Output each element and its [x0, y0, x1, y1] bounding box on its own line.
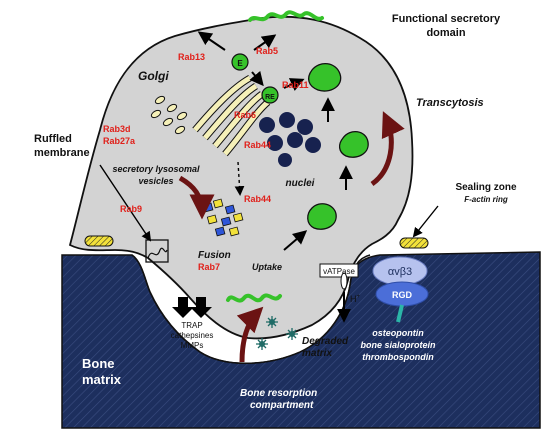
- bone-label-2: matrix: [82, 372, 122, 387]
- vatpase-label: vATPase: [323, 267, 355, 276]
- ligand-label-3: thrombospondin: [362, 352, 434, 362]
- rab3d-label: Rab3d: [103, 124, 131, 134]
- ruffled-label-2: membrane: [34, 147, 90, 159]
- ligand-label-2: bone sialoprotein: [360, 340, 436, 350]
- degraded-label-2: matrix: [302, 348, 332, 359]
- rab44-label-a: Rab44: [244, 140, 271, 150]
- recycling-endosome: [261, 86, 279, 104]
- endosome-re-label: RE: [265, 94, 275, 101]
- secretion-curved-arrow: [178, 175, 215, 220]
- rgd-label: RGD: [392, 290, 413, 300]
- secretory-lysosomal-vesicles: [202, 198, 244, 237]
- trap-secretion-arrows: [172, 297, 212, 318]
- rab44-label-b: Rab44: [244, 194, 271, 204]
- golgi-vesicles: [150, 95, 188, 135]
- ligand-label-1: osteopontin: [372, 328, 424, 338]
- fusion-label: Fusion: [198, 250, 231, 261]
- degraded-label-1: Degraded: [302, 336, 349, 347]
- secretory-domain-membrane: [248, 10, 324, 22]
- trap-label-3: MMPs: [181, 341, 204, 350]
- degraded-matrix-particles: [256, 316, 298, 350]
- rab11-label: Rab11: [282, 80, 309, 90]
- resorption-compartment: [131, 254, 371, 364]
- vatpase-box: [319, 263, 359, 278]
- trap-label-1: TRAP: [181, 321, 202, 330]
- pathway-arrows: [197, 31, 353, 323]
- sealing-label-1: Sealing zone: [455, 182, 517, 193]
- rab44-dashed-arrow: [234, 161, 245, 196]
- golgi-label: Golgi: [138, 69, 169, 83]
- rab27a-label: Rab27a: [103, 136, 136, 146]
- transcytotic-vesicle-2: [338, 131, 369, 158]
- uptake-label: Uptake: [252, 262, 282, 272]
- nuclei: [259, 112, 321, 167]
- rab9-label: Rab9: [120, 204, 142, 214]
- transcytotic-vesicle-1: [307, 63, 342, 92]
- sealing-label-2: F-actin ring: [464, 195, 508, 204]
- golgi-stacks: [192, 74, 271, 157]
- rab5-label: Rab5: [256, 46, 278, 56]
- rab7-label: Rab7: [198, 262, 220, 272]
- transcytosis-curved-arrow: [370, 111, 405, 187]
- ruffled-label-1: Ruffled: [34, 133, 72, 145]
- title-line1: Functional secretory: [392, 13, 501, 25]
- bone-label-1: Bone: [82, 356, 115, 371]
- endosome-e-label: E: [237, 59, 243, 68]
- nuclei-label: nuclei: [286, 178, 315, 189]
- hplus-sup: +: [357, 294, 361, 300]
- title-line2: domain: [426, 27, 465, 39]
- sealing-zone-right: [399, 237, 429, 249]
- early-endosome: [231, 53, 249, 71]
- uptake-curved-arrow: [236, 306, 264, 363]
- rab13-label: Rab13: [178, 52, 205, 62]
- compartment-label-1: Bone resorption: [240, 388, 317, 399]
- compartment-label-2: compartment: [250, 400, 314, 411]
- transcytosis-label: Transcytosis: [416, 97, 484, 109]
- sealing-zone-left: [84, 235, 114, 247]
- secretory-label-2: vesicles: [138, 176, 173, 186]
- secretory-label-1: secretory lysosomal: [112, 164, 200, 174]
- integrin-label: αvβ3: [388, 266, 412, 278]
- ruffled-membrane-box: [145, 239, 169, 263]
- proton-channel: [340, 272, 348, 290]
- hplus-text: H: [350, 294, 357, 304]
- trap-label-2: cathepsines: [171, 331, 214, 340]
- ruffled-border-membrane: [226, 293, 282, 303]
- transcytotic-vesicle-3: [307, 203, 337, 230]
- hplus-label: H+: [350, 294, 361, 304]
- rab6-label: Rab6: [234, 110, 256, 120]
